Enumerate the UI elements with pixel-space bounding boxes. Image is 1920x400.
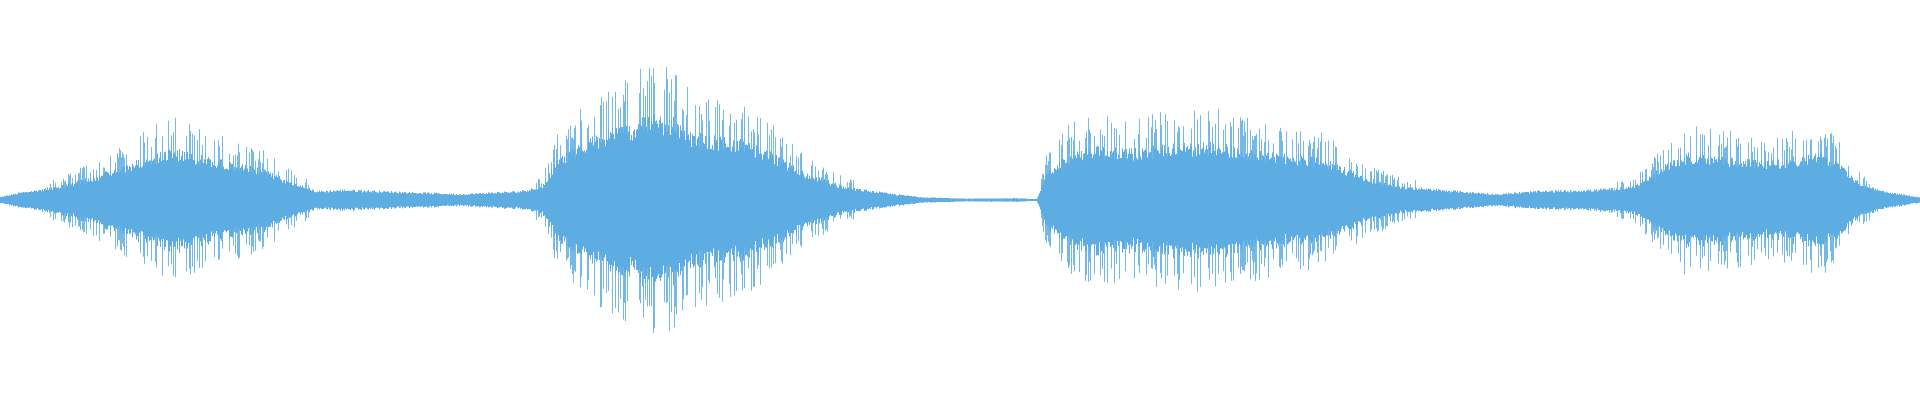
waveform-peaks [50, 67, 1870, 334]
